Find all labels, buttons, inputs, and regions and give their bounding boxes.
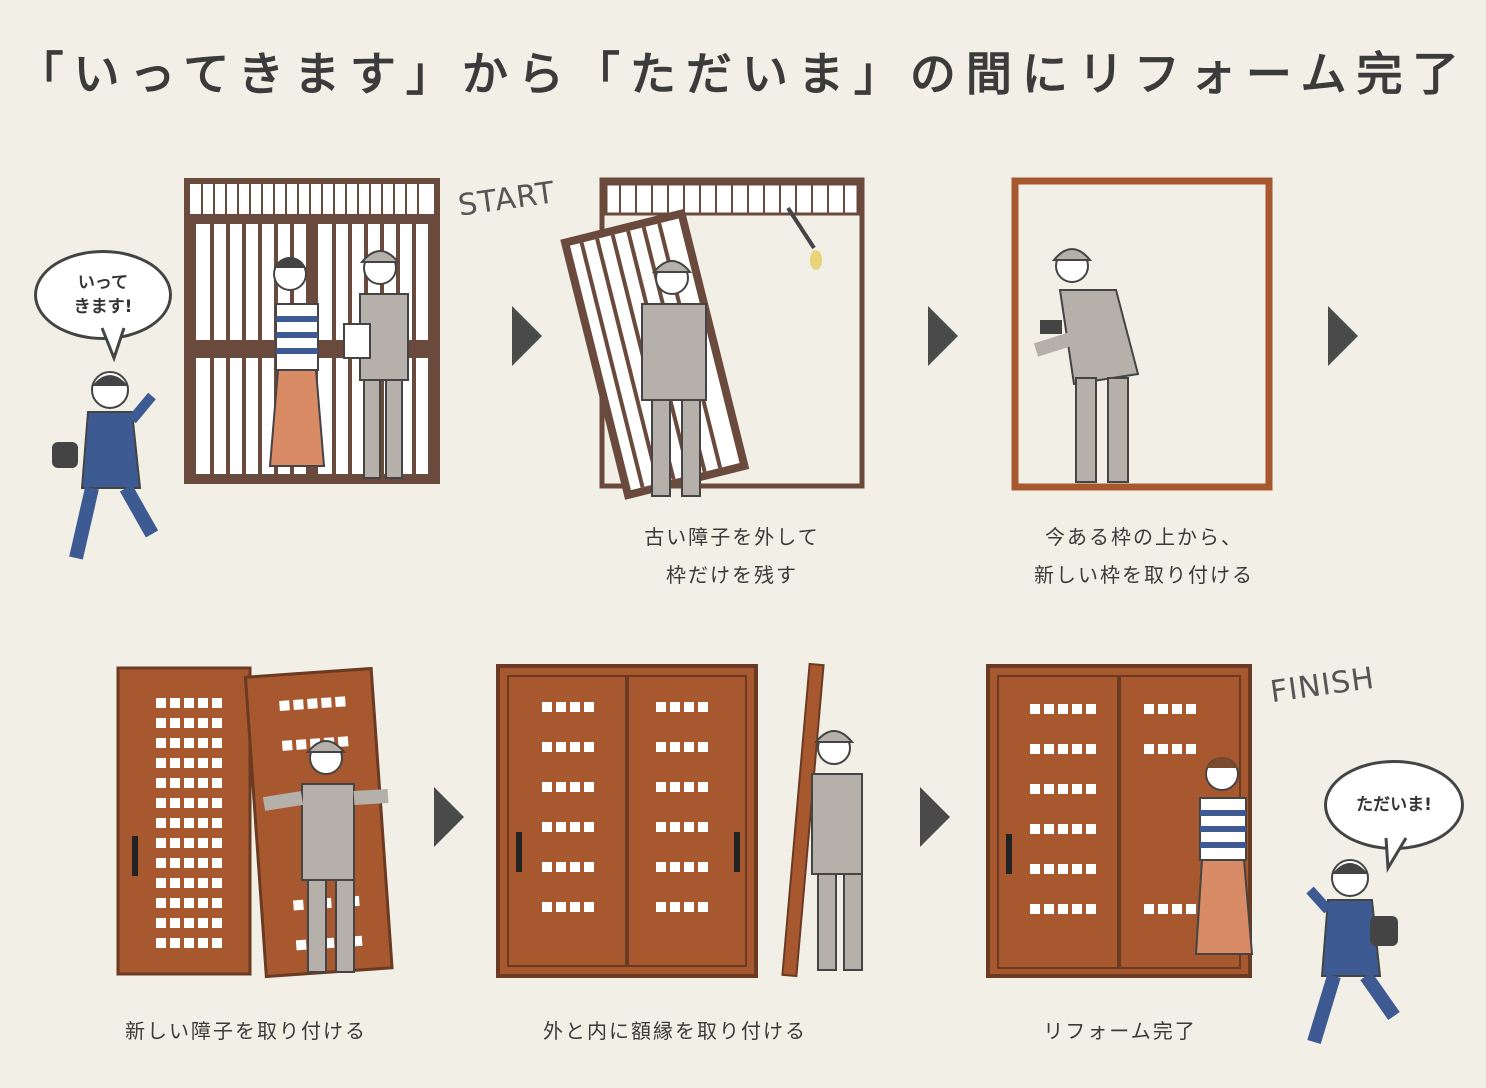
step-4-illustration — [116, 666, 394, 979]
step-5-caption: 外と内に額縁を取り付ける — [543, 1019, 807, 1043]
next-arrow — [512, 306, 542, 366]
speech-bubble-leave-tail — [100, 327, 126, 363]
person-returning — [1306, 859, 1400, 1045]
next-arrow — [1328, 306, 1358, 366]
person-leaving — [52, 371, 159, 560]
page-title: 「いってきます」から「ただいま」の間にリフォーム完了 — [17, 47, 1469, 101]
speech-bubble-return: ただいま! — [1324, 760, 1464, 850]
speech-bubble-leave: いって きます! — [34, 250, 172, 340]
step-2-caption: 古い障子を外して 枠だけを残す — [644, 525, 820, 587]
start-label: START — [456, 175, 558, 224]
step-3-caption: 今ある枠の上から、 新しい枠を取り付ける — [1034, 525, 1254, 587]
step-1-illustration — [184, 178, 440, 484]
step-4-caption: 新しい障子を取り付ける — [125, 1019, 367, 1043]
step-3-illustration — [1011, 177, 1273, 491]
step-2-illustration — [560, 177, 865, 500]
speech-bubble-return-tail — [1384, 837, 1408, 873]
step-5-illustration — [496, 662, 863, 978]
step-6-illustration — [986, 664, 1254, 978]
step-6-caption: リフォーム完了 — [1043, 1019, 1197, 1043]
next-arrow — [928, 306, 958, 366]
finish-label: FINISH — [1268, 660, 1377, 711]
next-arrow — [920, 787, 950, 847]
next-arrow — [434, 787, 464, 847]
